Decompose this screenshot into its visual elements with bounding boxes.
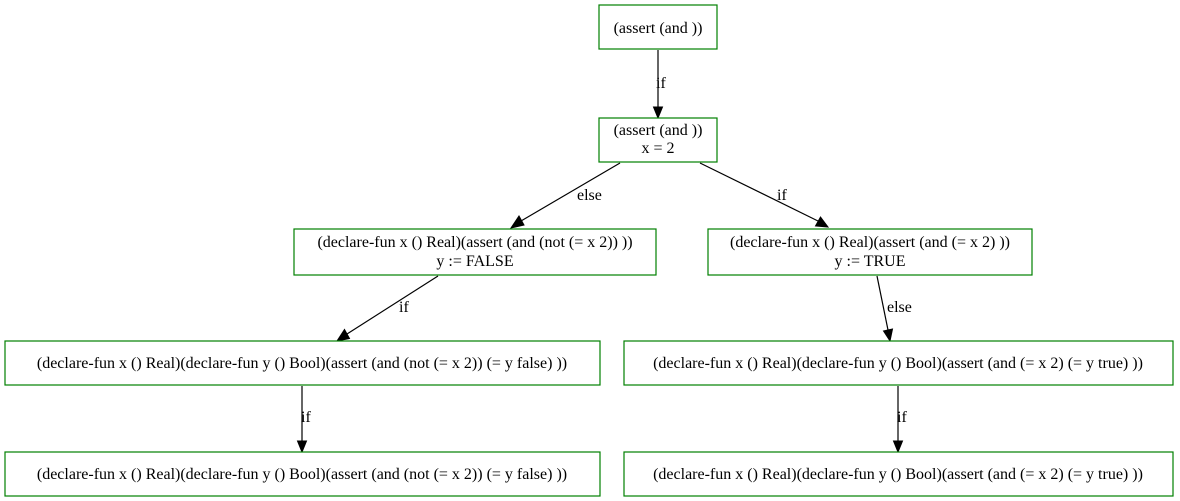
arrowhead — [882, 328, 894, 343]
arrowhead — [296, 440, 308, 454]
node-y-true: (declare-fun x () Real)(assert (and (= x… — [707, 228, 1033, 276]
node-text: (assert (and )) — [614, 20, 703, 37]
node-leaf-y-true: (declare-fun x () Real)(declare-fun y ()… — [623, 451, 1174, 497]
arrowhead — [652, 106, 664, 120]
edge-label: if — [656, 75, 666, 92]
node-declare-y-true: (declare-fun x () Real)(declare-fun y ()… — [623, 340, 1174, 386]
edge-n1-n2: else — [509, 162, 621, 229]
arrowhead — [509, 215, 525, 229]
node-text: (declare-fun x () Real)(declare-fun y ()… — [653, 355, 1143, 372]
edge-label: if — [897, 409, 907, 426]
node-text: (declare-fun x () Real)(declare-fun y ()… — [37, 355, 567, 372]
node-declare-y-false: (declare-fun x () Real)(declare-fun y ()… — [4, 340, 601, 386]
node-text-line1: (declare-fun x () Real)(assert (and (= x… — [730, 234, 1010, 251]
edge-label: if — [399, 299, 409, 316]
node-text: (declare-fun x () Real)(declare-fun y ()… — [653, 466, 1143, 483]
node-text-line1: (declare-fun x () Real)(assert (and (not… — [317, 234, 632, 251]
node-y-false: (declare-fun x () Real)(assert (and (not… — [293, 228, 657, 276]
arrowhead — [335, 328, 351, 342]
node-text-line1: (assert (and )) — [614, 122, 703, 139]
node-leaf-y-false: (declare-fun x () Real)(declare-fun y ()… — [4, 451, 601, 497]
edge-n3-n5: else — [876, 275, 912, 343]
node-x-equals-2: (assert (and )) x = 2 — [598, 117, 718, 163]
node-text-line2: y := TRUE — [835, 253, 906, 270]
node-text: (declare-fun x () Real)(declare-fun y ()… — [37, 466, 567, 483]
edge-n4-n6: if — [296, 386, 311, 454]
edge-n1-n3: if — [699, 162, 830, 228]
arrowhead — [892, 440, 904, 454]
edge-label: else — [887, 299, 912, 316]
node-text-line2: y := FALSE — [436, 253, 513, 270]
edge-n5-n7: if — [892, 386, 907, 454]
edge-label: else — [577, 187, 602, 204]
edge-n2-n4: if — [335, 275, 439, 342]
node-root: (assert (and )) — [598, 4, 718, 50]
node-text-line2: x = 2 — [641, 140, 674, 157]
arrowhead — [814, 216, 830, 228]
edge-label: if — [777, 187, 787, 204]
edge-n0-n1: if — [652, 50, 666, 120]
edge-label: if — [301, 409, 311, 426]
